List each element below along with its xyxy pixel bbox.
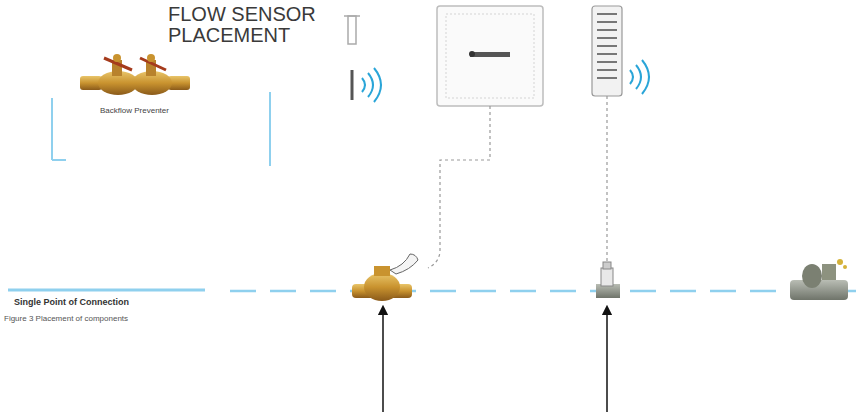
zone-valve-symbol	[790, 259, 848, 300]
module-stripe	[597, 77, 617, 79]
backflow-preventer-symbol	[80, 54, 190, 95]
flow-sensor-symbol	[596, 262, 620, 298]
master-valve-symbol	[352, 254, 418, 301]
pointer-arrow	[382, 310, 384, 412]
supply-line	[8, 289, 205, 292]
valve-wire	[428, 106, 490, 268]
bracket	[52, 92, 270, 166]
diagram-title: FLOW SENSOR PLACEMENT	[168, 4, 318, 46]
flow-module-symbol	[592, 6, 649, 96]
part-label: Backflow Preventer	[100, 106, 190, 116]
pointer-arrow	[606, 310, 608, 412]
sensor-wire	[606, 96, 607, 268]
figure-caption: Figure 3 Placement of components	[4, 314, 224, 324]
module-stripe	[597, 45, 617, 47]
module-stripe	[597, 61, 617, 63]
module-stripe	[597, 53, 617, 55]
point-label: Single Point of Connection	[14, 297, 164, 308]
module-stripe	[597, 69, 617, 71]
module-stripe	[597, 13, 617, 15]
module-stripe	[597, 37, 617, 39]
controller-symbol	[437, 6, 543, 106]
rain-sensor-symbol	[344, 16, 381, 102]
pipeline	[230, 290, 858, 293]
module-stripe	[597, 21, 617, 23]
module-stripe	[597, 29, 617, 31]
